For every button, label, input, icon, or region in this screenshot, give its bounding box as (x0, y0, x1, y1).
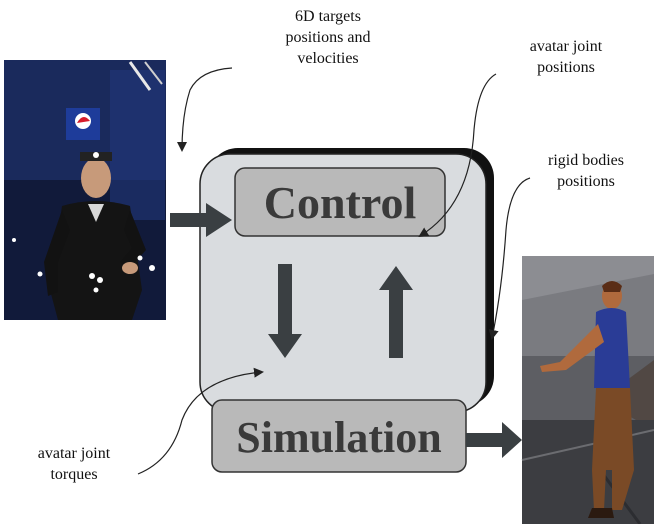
pointer-avatar-joint-torques (137, 367, 264, 475)
pointer-avatar-joint-positions (418, 73, 497, 238)
right-render (521, 256, 654, 524)
label-6d-targets: 6D targets positions and velocities (285, 8, 371, 67)
simulation-box-label: Simulation (236, 413, 441, 462)
label-rigid-bodies-positions: rigid bodies positions (548, 152, 624, 190)
left-photo (4, 60, 166, 320)
control-box-label: Control (264, 177, 417, 228)
arrow-input-to-control (170, 203, 232, 237)
arrow-control-to-simulation (268, 264, 302, 358)
label-avatar-joint-torques: avatar joint torques (37, 445, 111, 483)
label-avatar-joint-positions: avatar joint positions (529, 38, 603, 76)
arrow-simulation-to-output (466, 422, 522, 458)
control-box (234, 167, 446, 237)
pointer-targets (177, 67, 233, 152)
arrow-simulation-to-control (379, 266, 413, 358)
pointer-rigid-bodies-positions (488, 177, 531, 340)
